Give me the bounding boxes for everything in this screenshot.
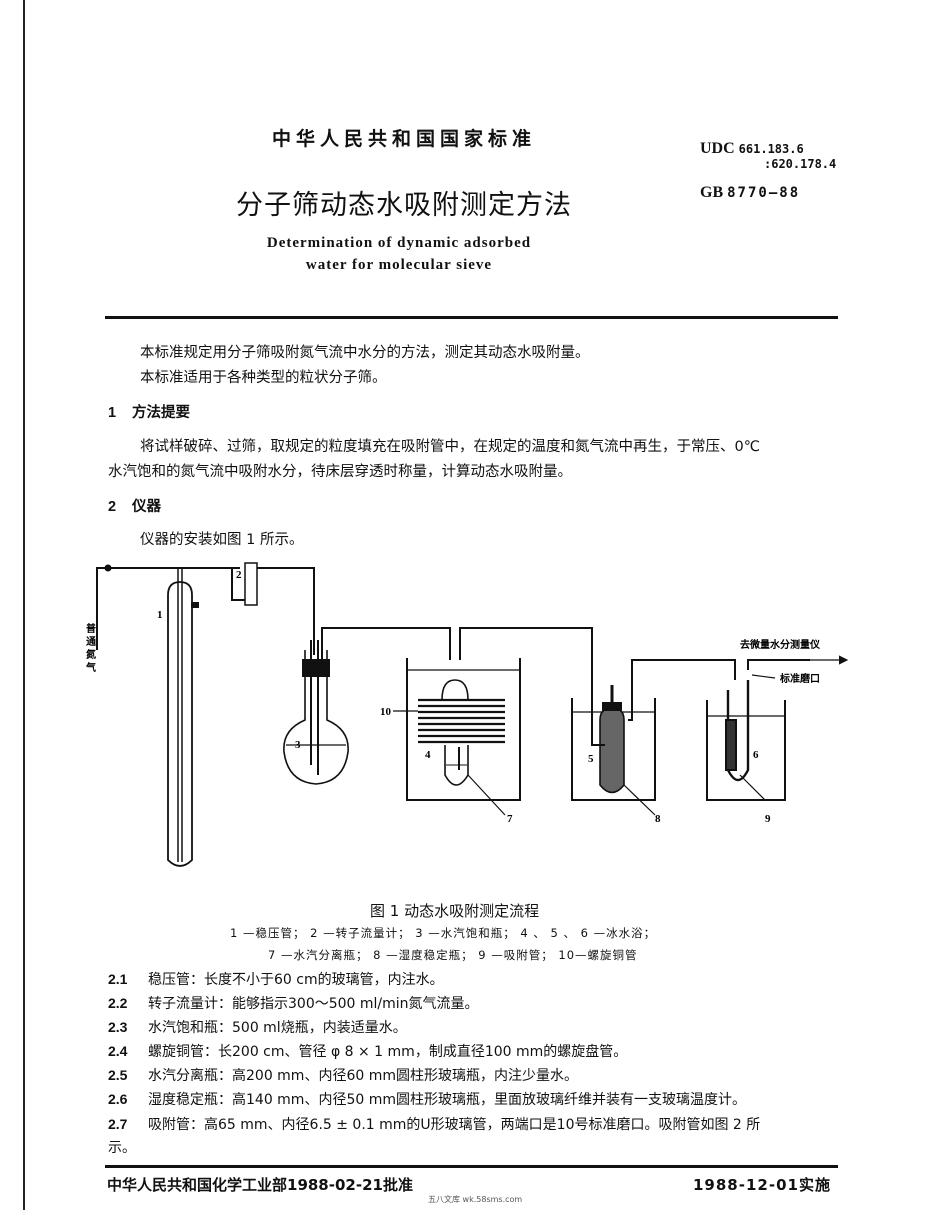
item-2-7: 2.7 吸附管：高65 mm、内径6.5 ± 0.1 mm的U形玻璃管，两端口是1… [108, 1114, 760, 1134]
item-text: 稳压管：长度不小于60 cm的玻璃管，内注水。 [148, 972, 444, 988]
section-1-text-line-2: 水汽饱和的氮气流中吸附水分，待床层穿透时称量，计算动态水吸附量。 [108, 464, 572, 480]
udc-label: UDC [700, 140, 735, 157]
watermark: 五八文库 wk.58sms.com [428, 1195, 523, 1204]
item-text: 吸附管：高65 mm、内径6.5 ± 0.1 mm的U形玻璃管，两端口是10号标… [148, 1117, 761, 1133]
section-2-number: 2 [108, 499, 117, 515]
figure-1-caption: 图 1 动态水吸附测定流程 [370, 902, 540, 920]
item-number: 2.7 [108, 1116, 128, 1132]
part-number-8: 8 [655, 813, 661, 825]
footer-divider [105, 1165, 838, 1168]
page-edge-rule [23, 0, 25, 1210]
figure-1-legend-line-2: 7 —水汽分离瓶； 8 —湿度稳定瓶； 9 —吸附管； 10—螺旋铜管 [268, 948, 638, 962]
header-divider [105, 316, 838, 319]
item-2-5: 2.5 水汽分离瓶：高200 mm、内径60 mm圆柱形玻璃瓶，内注少量水。 [108, 1065, 578, 1085]
section-2-title: 仪器 [132, 499, 161, 515]
intro-line-1: 本标准规定用分子筛吸附氮气流中水分的方法，测定其动态水吸附量。 [140, 345, 590, 361]
svg-text:普: 普 [86, 622, 96, 635]
item-2-1: 2.1 稳压管：长度不小于60 cm的玻璃管，内注水。 [108, 969, 444, 989]
section-1-number: 1 [108, 405, 117, 421]
part-number-4: 4 [425, 749, 431, 761]
item-number: 2.4 [108, 1043, 128, 1059]
part-number-6: 6 [753, 749, 759, 761]
item-2-4: 2.4 螺旋铜管：长200 cm、管径 φ 8 × 1 mm，制成直径100 mm… [108, 1041, 627, 1061]
gb-label: GB [700, 184, 724, 201]
title-chinese: 分子筛动态水吸附测定方法 [236, 190, 572, 221]
gb-code: 8770—88 [727, 185, 801, 201]
item-number: 2.3 [108, 1019, 128, 1035]
outlet-label: 去微量水分测量仪 [740, 638, 821, 651]
section-2-heading: 2 仪器 [108, 495, 161, 516]
item-text: 转子流量计：能够指示300～500 ml/min氮气流量。 [148, 996, 479, 1012]
udc-code-1: 661.183.6 [738, 142, 804, 156]
part-number-2: 2 [236, 569, 242, 581]
udc-code: UDC 661.183.6 [700, 140, 804, 158]
part-number-5: 5 [588, 753, 594, 765]
item-2-3: 2.3 水汽饱和瓶：500 ml烧瓶，内装适量水。 [108, 1017, 407, 1037]
part-number-3: 3 [295, 739, 301, 751]
item-2-6: 2.6 湿度稳定瓶：高140 mm、内径50 mm圆柱形玻璃瓶，里面放玻璃纤维并装… [108, 1089, 746, 1109]
item-2-7-continued: 示。 [108, 1140, 136, 1156]
section-1-heading: 1 方法提要 [108, 401, 190, 422]
approval-statement: 中华人民共和国化学工业部1988-02-21批准 [107, 1176, 413, 1194]
svg-text:气: 气 [85, 661, 96, 674]
item-number: 2.2 [108, 995, 128, 1011]
title-english: Determination of dynamic adsorbed water … [266, 235, 532, 273]
inlet-label-vertical: 普 通 氮 气 [85, 622, 96, 674]
item-text: 水汽饱和瓶：500 ml烧瓶，内装适量水。 [148, 1020, 407, 1036]
udc-code-2: :620.178.4 [764, 157, 837, 171]
item-2-2: 2.2 转子流量计：能够指示300～500 ml/min氮气流量。 [108, 993, 479, 1013]
part-number-10: 10 [380, 706, 392, 718]
part-number-9: 9 [765, 813, 771, 825]
svg-text:氮: 氮 [86, 648, 96, 661]
part-number-7: 7 [507, 813, 513, 825]
joint-label: 标准磨口 [779, 672, 820, 685]
figure-1-legend-line-1: 1 —稳压管； 2 —转子流量计； 3 —水汽饱和瓶； 4 、 5 、 6 —冰… [230, 926, 657, 940]
item-text: 湿度稳定瓶：高140 mm、内径50 mm圆柱形玻璃瓶，里面放玻璃纤维并装有一支… [148, 1092, 746, 1108]
section-1-title: 方法提要 [132, 405, 190, 421]
effective-date: 1988-12-01实施 [693, 1176, 831, 1194]
issuing-organization: 中华人民共和国国家标准 [272, 128, 537, 150]
svg-text:通: 通 [86, 636, 96, 648]
section-2-text: 仪器的安装如图 1 所示。 [140, 532, 304, 548]
figure-1-apparatus-diagram: 1 2 3 4 5 6 7 8 9 10 普 通 氮 气 去微量水分测量仪 标准… [85, 562, 849, 867]
gb-number: GB 8770—88 [700, 184, 800, 202]
item-number: 2.1 [108, 971, 128, 987]
item-text: 水汽分离瓶：高200 mm、内径60 mm圆柱形玻璃瓶，内注少量水。 [148, 1068, 578, 1084]
intro-line-2: 本标准适用于各种类型的粒状分子筛。 [140, 370, 387, 386]
item-number: 2.5 [108, 1067, 128, 1083]
part-number-1: 1 [157, 609, 163, 621]
item-text: 螺旋铜管：长200 cm、管径 φ 8 × 1 mm，制成直径100 mm的螺旋… [148, 1044, 628, 1060]
item-number: 2.6 [108, 1091, 128, 1107]
section-1-text-line-1: 将试样破碎、过筛，取规定的粒度填充在吸附管中，在规定的温度和氮气流中再生，于常压… [140, 439, 761, 455]
